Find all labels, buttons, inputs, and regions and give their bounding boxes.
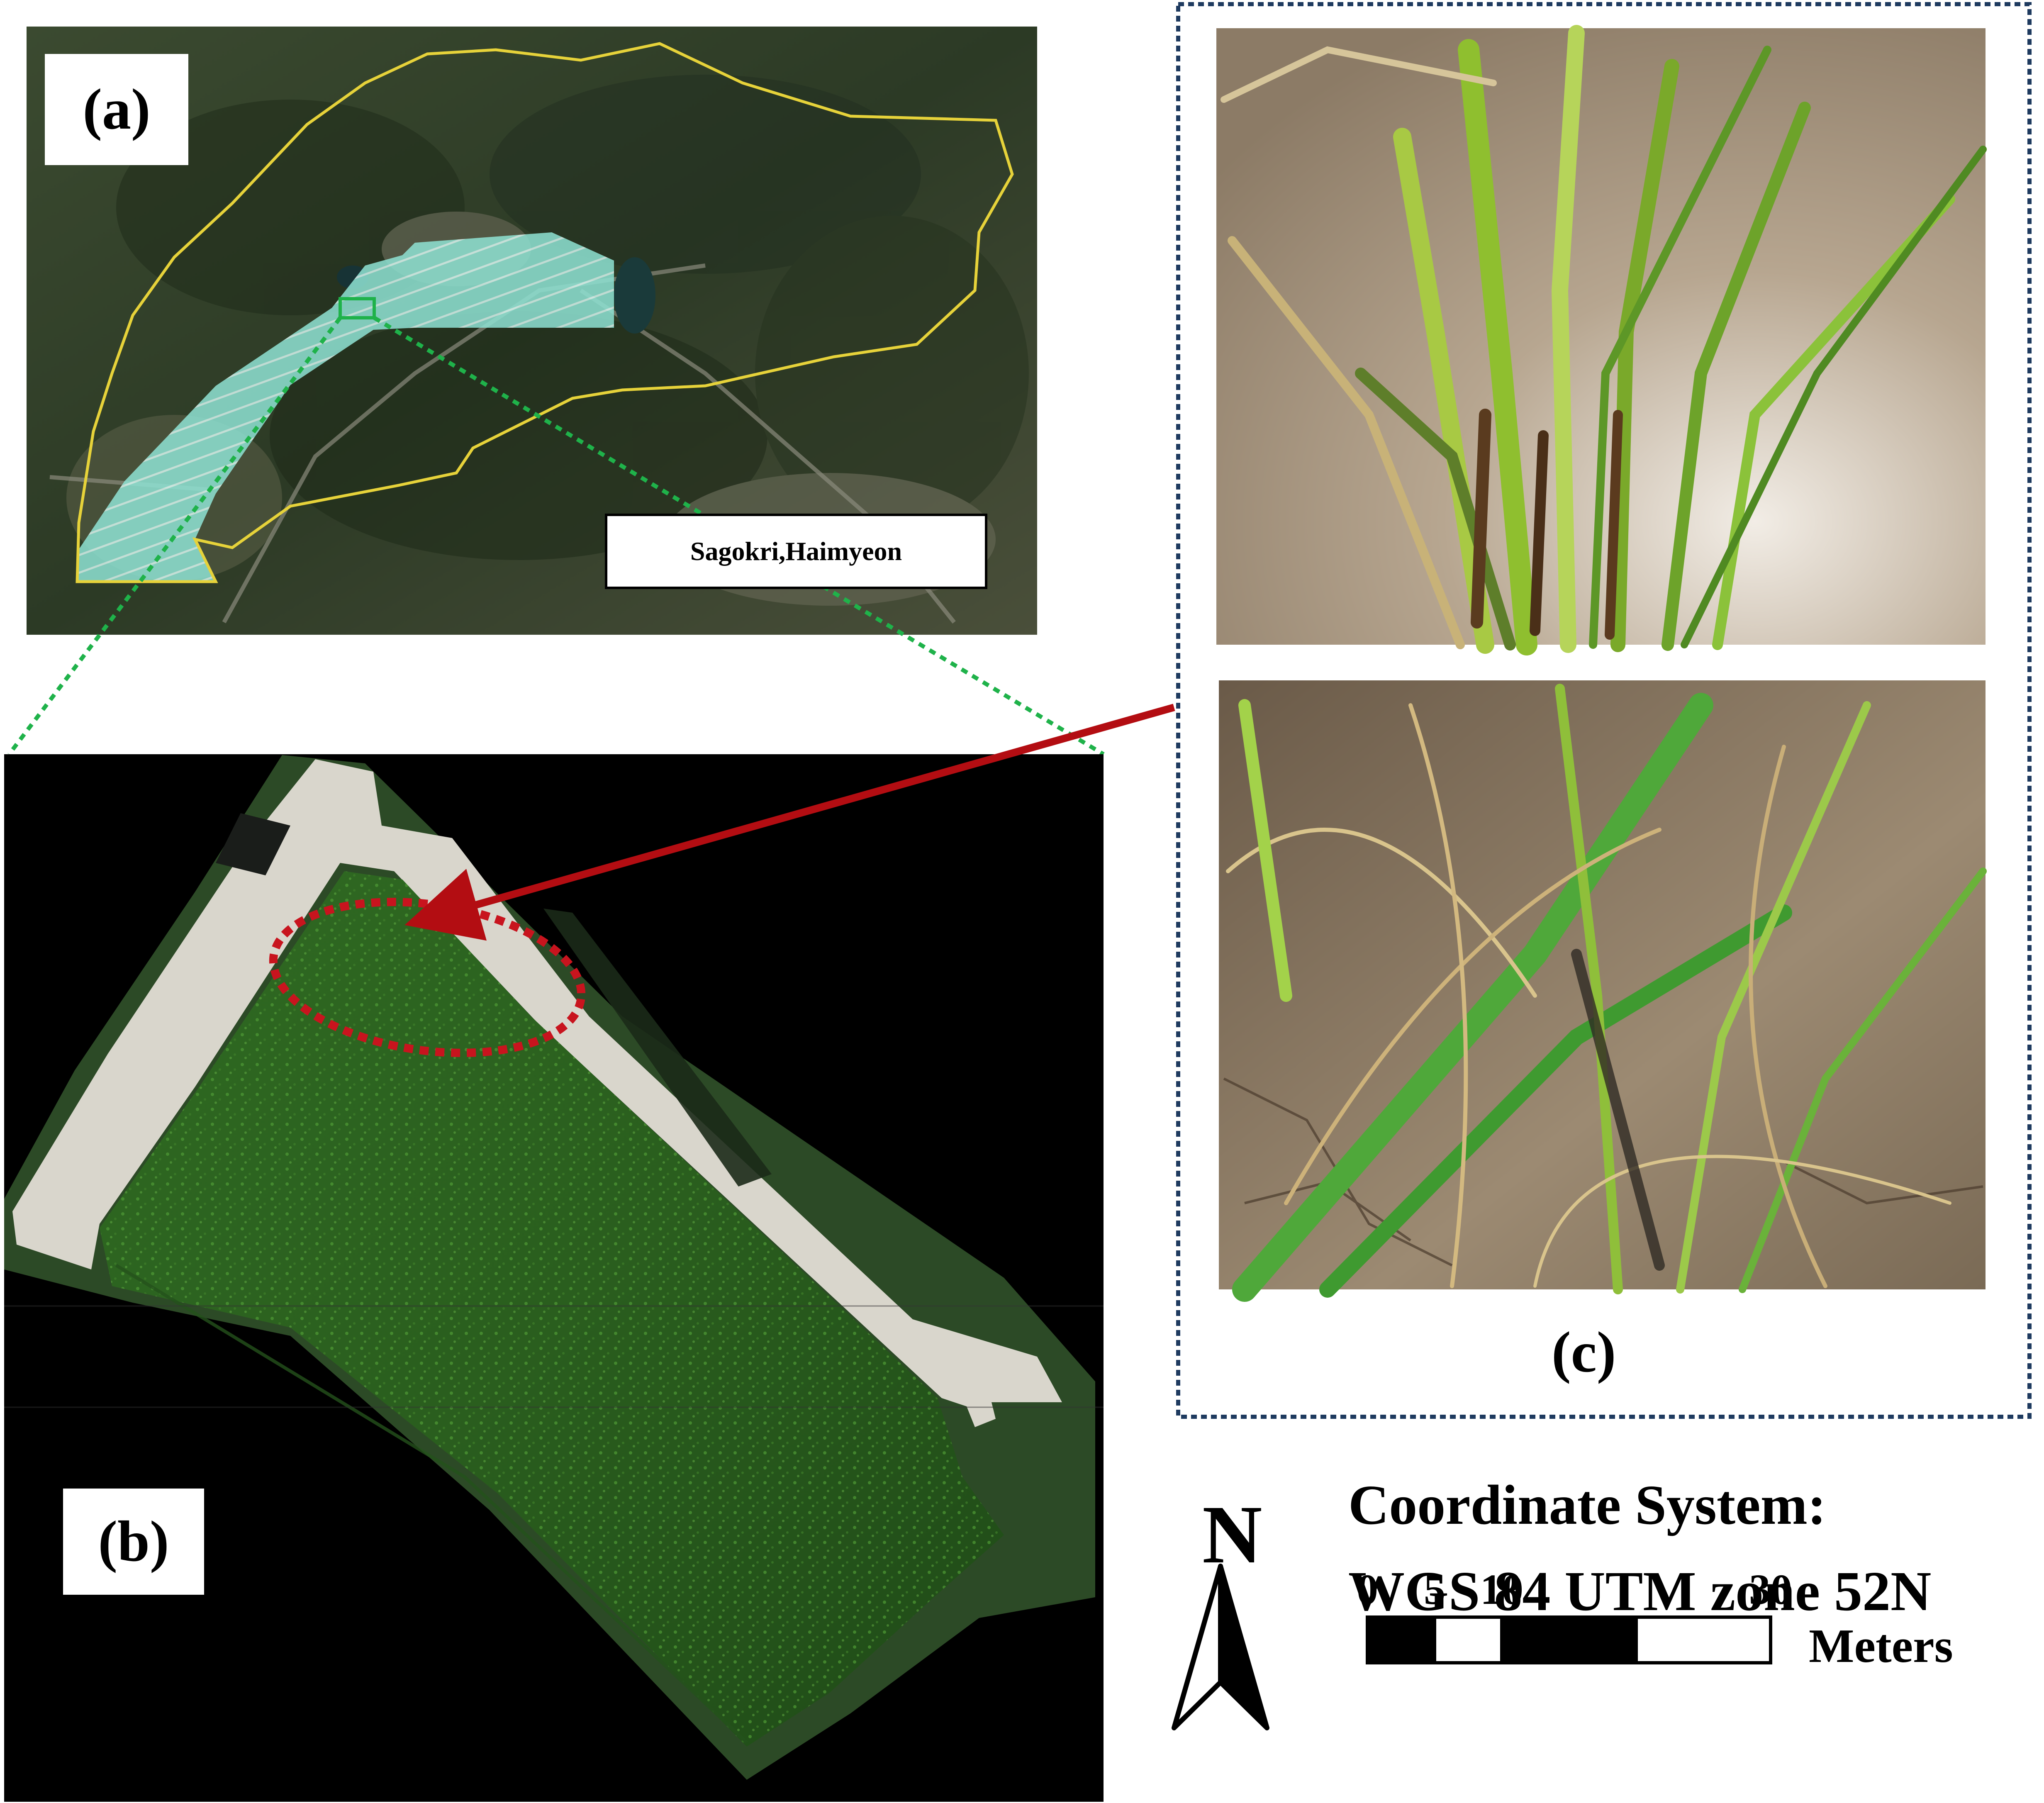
scale-bar-tick-label: 5: [1424, 1566, 1445, 1613]
north-letter: N: [1202, 1489, 1262, 1581]
farm-road: [12, 759, 1062, 1427]
scale-bar-segment: [1635, 1615, 1772, 1664]
scale-bar-segment: [1433, 1615, 1503, 1664]
scale-bar-tick-label: 30: [1749, 1566, 1792, 1613]
panel-b-uav-image: [4, 754, 1104, 1802]
coordinate-system-title: Coordinate System:: [1348, 1474, 1827, 1536]
scale-bar: [1366, 1615, 1772, 1664]
watershed-boundary: [76, 42, 1014, 583]
farm-building: [216, 813, 290, 875]
paddy-fields: [77, 232, 614, 582]
study-field-marker: [339, 297, 376, 319]
panel-a-label: (a): [45, 54, 188, 165]
scale-bar-tick-label: 0: [1357, 1566, 1378, 1613]
north-arrow-icon: [1172, 1564, 1269, 1730]
panel-c-label: (c): [1552, 1320, 1616, 1384]
panel-c-photo-flooded: [1216, 25, 1987, 655]
callout-arrow: [404, 704, 1175, 941]
pond: [614, 257, 655, 334]
coordinate-system-name: WGS 84 UTM zone 52N: [1348, 1560, 1932, 1623]
panel-b-label: (b): [63, 1489, 204, 1595]
scale-bar-segment: [1366, 1615, 1436, 1664]
location-label: Sagokri,Haimyeon: [605, 514, 987, 589]
panel-c-frame: [1176, 2, 2032, 1419]
scale-bar-units: Meters: [1809, 1620, 1953, 1673]
panel-c-photo-dry: [1219, 680, 1987, 1302]
scale-bar-tick-label: 10: [1480, 1566, 1523, 1613]
